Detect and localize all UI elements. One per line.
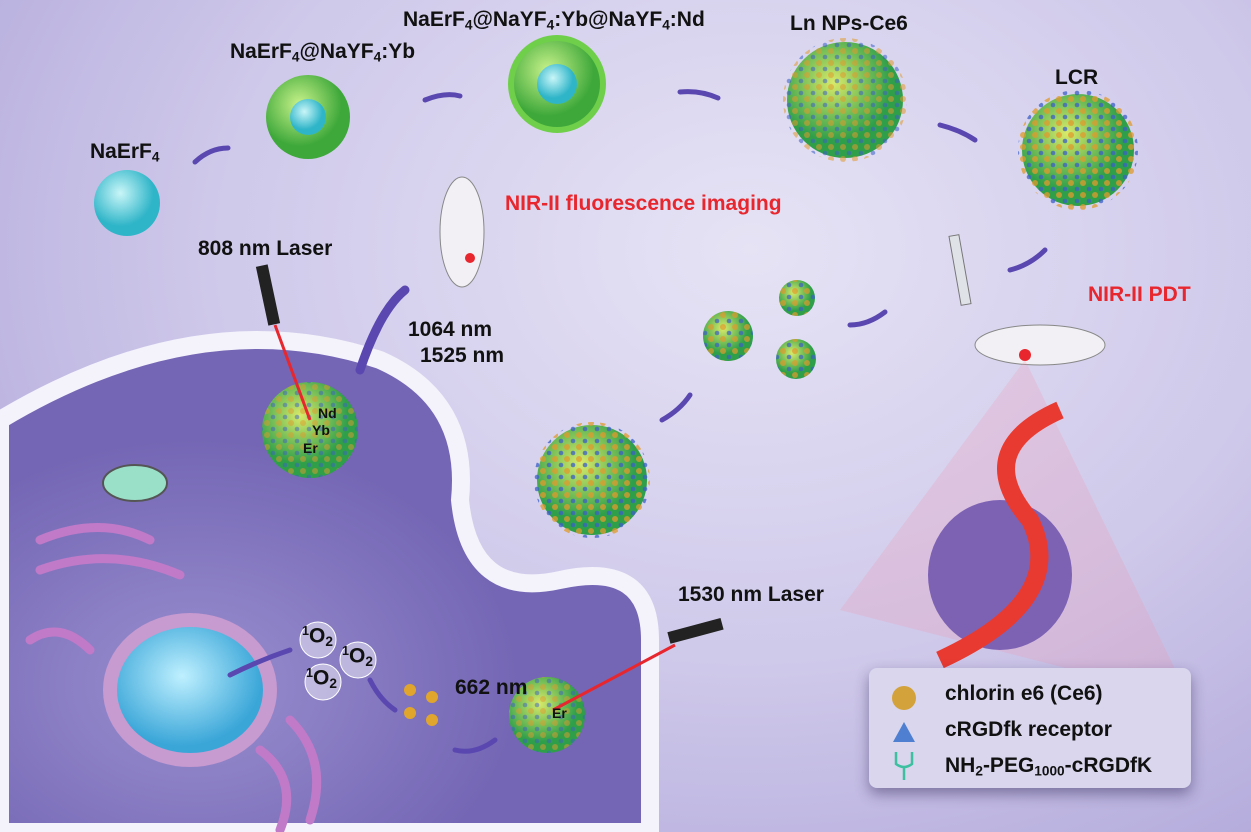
endoplasmic-reticulum [25,523,322,832]
label-core-shell-nd: NaErF4@NaYF4:Yb@NaYF4:Nd [403,8,705,32]
syringe-icon [948,234,972,306]
label-text: :Yb [381,40,416,63]
layer-label-er-2: Er [552,705,567,721]
label-text: @NaYF [299,40,374,63]
naerf4-particle [94,170,160,236]
label-text: @NaYF [472,8,547,31]
label-text: O [349,644,366,668]
label-text: O [313,666,330,690]
label-superscript: 1 [342,644,350,658]
lcr-particles-small [703,280,816,379]
label-laser-808: 808 nm Laser [198,237,333,260]
mouse-pdt [974,324,1106,366]
legend-item-ligand: NH2-PEG1000-cRGDfK [945,754,1152,778]
laser-808-device [255,264,281,326]
label-text: -PEG [982,754,1035,777]
label-text: :Nd [669,8,705,31]
legend-item-ce6: chlorin e6 (Ce6) [945,682,1103,705]
label-text: NaErF [90,140,152,163]
label-core-shell-yb: NaErF4@NaYF4:Yb [230,40,415,64]
label-subscript: 2 [325,633,333,649]
label-text: NaErF [403,8,465,31]
mitochondrion [102,464,168,502]
ce6-molecules [404,684,438,726]
label-subscript: 4 [662,17,670,33]
label-subscript: 4 [546,17,555,33]
ligand-y-icon [894,752,914,780]
label-subscript: 4 [151,149,160,165]
label-nir-pdt: NIR-II PDT [1088,283,1191,306]
legend: chlorin e6 (Ce6) cRGDfk receptor NH2-PEG… [869,668,1191,788]
label-singlet-oxygen: 1O2 [306,666,337,691]
label-naerf4: NaErF4 [90,140,159,164]
legend-icons [892,686,916,780]
label-superscript: 1 [302,624,310,638]
label-subscript: 2 [365,653,373,669]
label-subscript: 1000 [1034,763,1065,779]
label-subscript: 2 [329,675,337,691]
singlet-oxygen-bubbles [299,621,377,701]
ce6-sphere-icon [892,686,916,710]
label-emission-1064: 1064 nm [408,318,493,341]
label-subscript: 4 [464,17,473,33]
label-subscript: 4 [291,49,300,65]
legend-item-receptor: cRGDfk receptor [945,718,1112,741]
label-ln-nps-ce6: Ln NPs-Ce6 [790,12,908,35]
label-emission-662: 662 nm [455,676,528,699]
laser-1530-device [667,617,724,644]
nucleus [103,613,277,767]
process-arrows [192,89,1048,754]
layer-label-nd: Nd [318,405,337,421]
label-emission-1525: 1525 nm [420,344,505,367]
label-laser-1530: 1530 nm Laser [678,583,824,606]
blood-vessel [936,401,1064,669]
layer-label-yb: Yb [312,422,330,438]
mouse-imaging [439,176,485,288]
label-superscript: 1 [306,666,314,680]
label-text: NH [945,754,976,777]
label-singlet-oxygen: 1O2 [302,624,333,649]
label-text: O [309,624,326,648]
receptor-triangle-icon [893,722,915,742]
laser-1530-beam [552,643,676,712]
label-lcr: LCR [1055,66,1099,89]
laser-808-beam [273,324,312,421]
label-text: :Yb@NaYF [554,8,663,31]
label-subscript: 2 [975,763,983,779]
label-text: NaErF [230,40,292,63]
label-subscript: 4 [373,49,382,65]
label-text: -cRGDfK [1064,754,1153,777]
label-nir-imaging: NIR-II fluorescence imaging [505,192,782,215]
layer-label-er: Er [303,440,318,456]
label-singlet-oxygen: 1O2 [342,644,373,669]
